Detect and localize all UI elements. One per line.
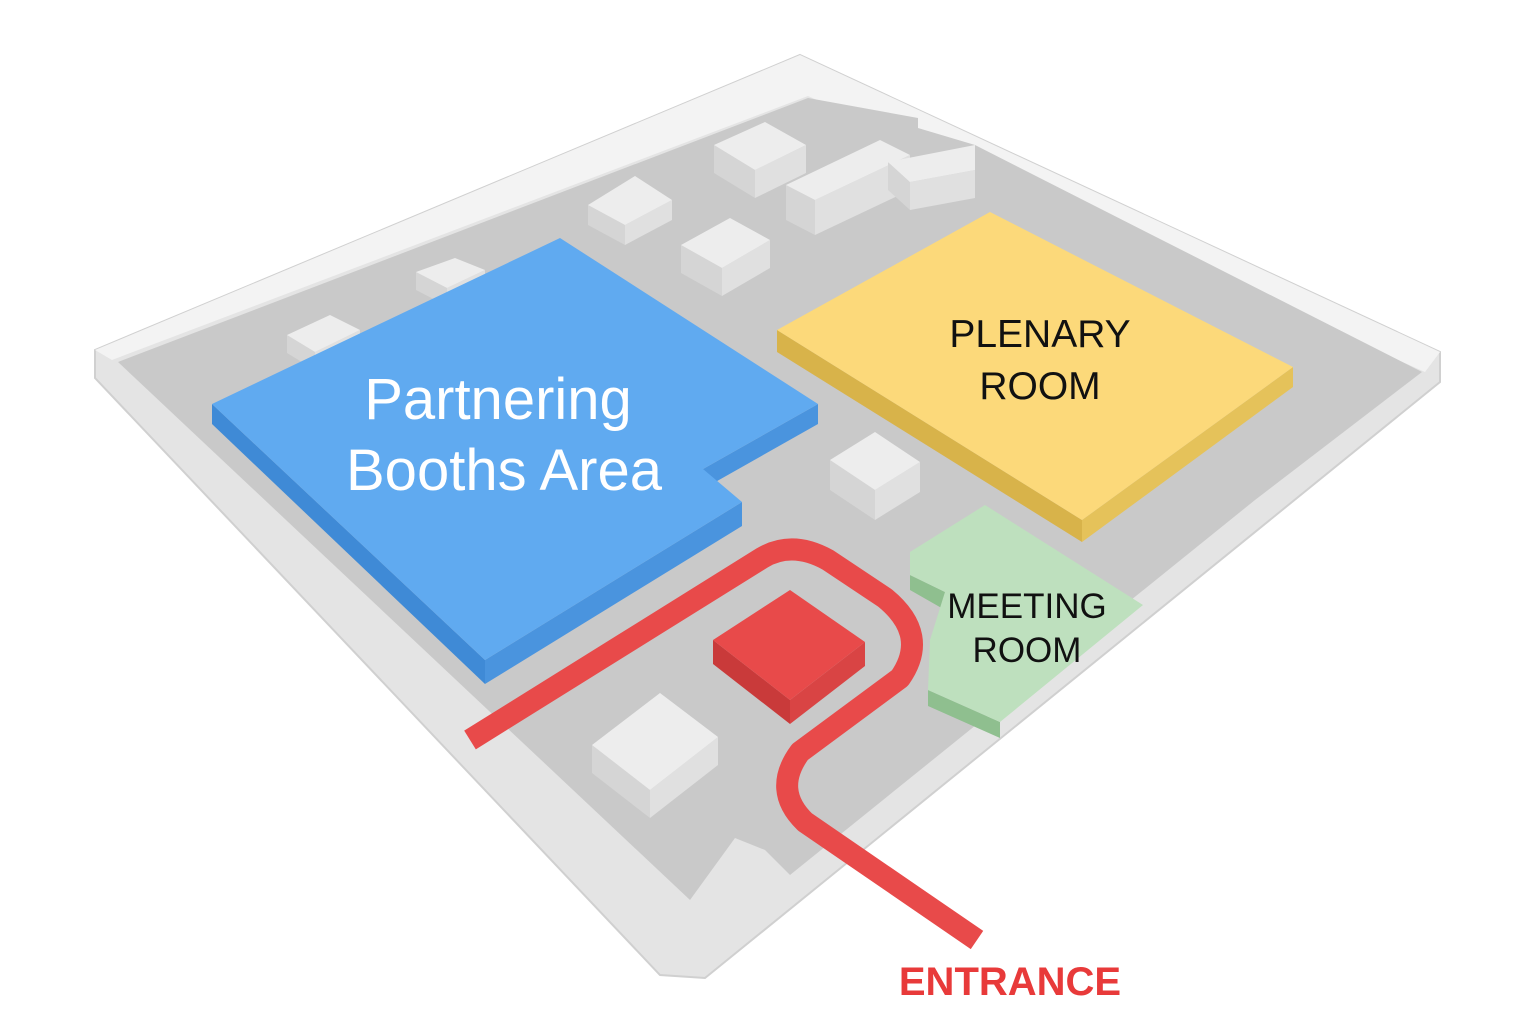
block-side-right xyxy=(625,200,672,245)
entrance-label: ENTRANCE xyxy=(899,960,1121,1004)
block-side-left xyxy=(592,745,650,818)
entrance-route-path xyxy=(464,538,984,950)
registration-desk-block[interactable] xyxy=(713,590,865,724)
meeting-label-line1: MEETING xyxy=(947,587,1106,626)
plenary-top xyxy=(777,212,1293,520)
block-top xyxy=(681,218,770,268)
block-side-left xyxy=(588,205,625,245)
block-side-left xyxy=(714,145,755,198)
partnering-top xyxy=(212,238,818,660)
plenary-room[interactable]: PLENARY ROOM xyxy=(777,212,1293,542)
plenary-label-line1: PLENARY xyxy=(949,313,1130,356)
booth-block xyxy=(786,140,910,235)
meeting-side-left xyxy=(928,690,1000,738)
block-side-right xyxy=(755,145,806,198)
block-top xyxy=(592,693,718,790)
meeting-room[interactable]: MEETING ROOM xyxy=(910,505,1143,738)
block-side-right xyxy=(650,737,718,818)
meeting-top xyxy=(910,505,1143,722)
booth-block xyxy=(714,122,806,198)
meeting-side xyxy=(910,575,945,610)
booth-block xyxy=(830,432,920,520)
block-side-left xyxy=(786,185,815,235)
block-side-right xyxy=(815,155,910,235)
plenary-side-left xyxy=(777,330,1082,542)
partnering-booths-area[interactable]: Partnering Booths Area xyxy=(212,238,818,684)
block-side-right xyxy=(910,170,975,210)
plenary-label-line2: ROOM xyxy=(979,365,1100,408)
meeting-label-line2: ROOM xyxy=(973,631,1082,670)
red-block-side-right xyxy=(790,642,865,724)
plenary-side-right xyxy=(1082,367,1293,542)
block-side-left xyxy=(888,162,910,210)
block-top xyxy=(786,140,910,200)
block-side-left xyxy=(681,245,722,296)
block-top xyxy=(416,258,485,288)
block-top xyxy=(888,145,975,182)
partnering-label-line1: Partnering xyxy=(364,367,632,432)
red-block-top xyxy=(713,590,865,700)
partnering-side-left xyxy=(212,404,485,684)
block-side-right xyxy=(722,240,770,296)
red-block-side-left xyxy=(713,640,790,724)
block-side-left xyxy=(830,460,875,520)
booth-block xyxy=(592,693,718,818)
partnering-side-right xyxy=(485,502,742,684)
booth-block xyxy=(888,145,975,210)
block-top xyxy=(830,432,920,490)
block-side-right xyxy=(875,462,920,520)
partnering-side-notch xyxy=(703,404,818,489)
partnering-label-line2: Booths Area xyxy=(346,438,663,503)
block-top xyxy=(287,315,360,352)
booth-block xyxy=(588,176,672,245)
block-top xyxy=(714,122,806,170)
block-top xyxy=(588,176,672,225)
booth-block xyxy=(681,218,770,296)
